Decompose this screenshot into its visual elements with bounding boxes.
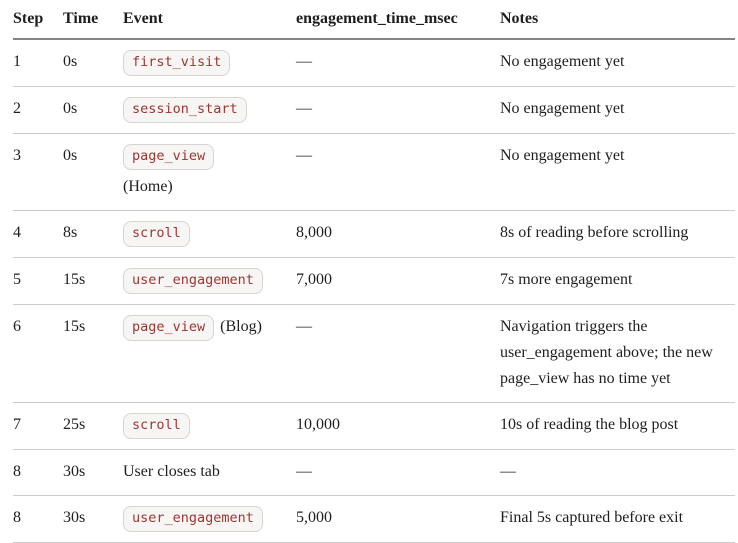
- cell-step: 4: [13, 210, 63, 258]
- column-header-time: Time: [63, 3, 123, 40]
- header-row: Step Time Event engagement_time_msec Not…: [13, 3, 735, 40]
- events-table: Step Time Event engagement_time_msec Not…: [13, 3, 735, 543]
- column-header-event: Event: [123, 3, 296, 40]
- cell-step: 6: [13, 304, 63, 403]
- cell-engagement-time-msec: —: [296, 304, 500, 403]
- cell-notes: No engagement yet: [500, 133, 735, 211]
- cell-notes: Navigation triggers the user_engagement …: [500, 304, 735, 403]
- cell-notes: —: [500, 449, 735, 496]
- cell-time: 0s: [63, 133, 123, 211]
- cell-notes: 10s of reading the blog post: [500, 402, 735, 450]
- cell-event: User closes tab: [123, 449, 296, 496]
- event-code-badge: page_view: [123, 315, 215, 341]
- cell-event: first_visit: [123, 39, 296, 87]
- cell-event: page_view (Blog): [123, 304, 296, 403]
- cell-step: 1: [13, 39, 63, 87]
- cell-engagement-time-msec: —: [296, 133, 500, 211]
- cell-event: user_engagement: [123, 257, 296, 305]
- cell-step: 3: [13, 133, 63, 211]
- cell-step: 8: [13, 449, 63, 496]
- cell-engagement-time-msec: 10,000: [296, 402, 500, 450]
- event-code-badge: user_engagement: [123, 506, 263, 532]
- cell-time: 30s: [63, 449, 123, 496]
- cell-notes: No engagement yet: [500, 39, 735, 87]
- column-header-notes: Notes: [500, 3, 735, 40]
- cell-notes: Final 5s captured before exit: [500, 495, 735, 543]
- cell-time: 25s: [63, 402, 123, 450]
- cell-step: 2: [13, 86, 63, 134]
- cell-step: 8: [13, 495, 63, 543]
- cell-event: session_start: [123, 86, 296, 134]
- cell-engagement-time-msec: 8,000: [296, 210, 500, 258]
- cell-step: 7: [13, 402, 63, 450]
- event-code-badge: user_engagement: [123, 268, 263, 294]
- event-code-badge: scroll: [123, 221, 190, 247]
- cell-time: 8s: [63, 210, 123, 258]
- cell-step: 5: [13, 257, 63, 305]
- cell-event: user_engagement: [123, 495, 296, 543]
- column-header-step: Step: [13, 3, 63, 40]
- cell-notes: 8s of reading before scrolling: [500, 210, 735, 258]
- cell-time: 15s: [63, 257, 123, 305]
- cell-event: page_view (Home): [123, 133, 296, 211]
- cell-notes: 7s more engagement: [500, 257, 735, 305]
- event-code-badge: page_view: [123, 144, 215, 170]
- cell-time: 0s: [63, 39, 123, 87]
- event-code-badge: session_start: [123, 97, 247, 123]
- event-text: User closes tab: [123, 463, 220, 480]
- column-header-engagement-time-msec: engagement_time_msec: [296, 3, 500, 40]
- cell-time: 30s: [63, 495, 123, 543]
- event-code-badge: scroll: [123, 413, 190, 439]
- cell-engagement-time-msec: —: [296, 86, 500, 134]
- cell-time: 15s: [63, 304, 123, 403]
- cell-event: scroll: [123, 210, 296, 258]
- cell-engagement-time-msec: 7,000: [296, 257, 500, 305]
- cell-event: scroll: [123, 402, 296, 450]
- table-header: Step Time Event engagement_time_msec Not…: [13, 3, 735, 40]
- event-suffix: (Blog): [220, 318, 262, 335]
- cell-engagement-time-msec: —: [296, 39, 500, 87]
- event-suffix: (Home): [123, 178, 173, 195]
- cell-engagement-time-msec: 5,000: [296, 495, 500, 543]
- cell-engagement-time-msec: —: [296, 449, 500, 496]
- cell-notes: No engagement yet: [500, 86, 735, 134]
- event-code-badge: first_visit: [123, 50, 231, 76]
- cell-time: 0s: [63, 86, 123, 134]
